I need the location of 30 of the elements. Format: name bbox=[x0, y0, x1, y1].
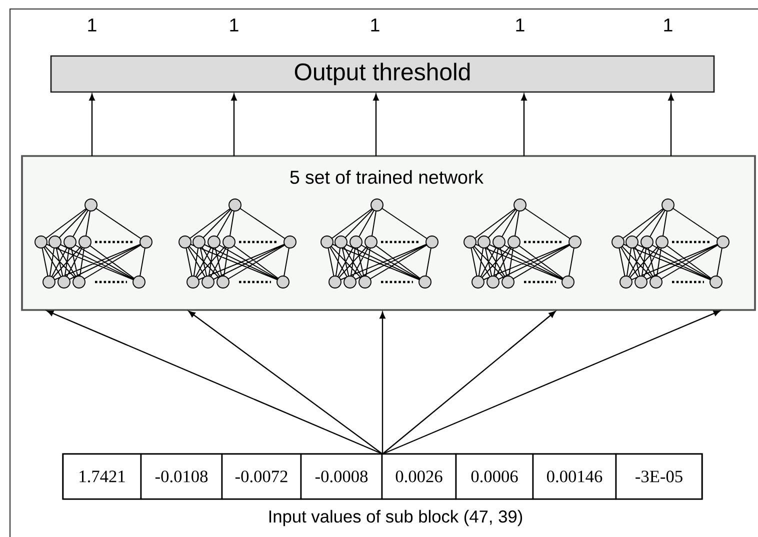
arrow bbox=[231, 94, 237, 156]
neural-network-drawing bbox=[34, 198, 152, 288]
arrow bbox=[89, 94, 95, 156]
output-value: 1 bbox=[88, 18, 96, 32]
output-value: 1 bbox=[371, 18, 380, 32]
arrow bbox=[46, 310, 383, 455]
arrow bbox=[380, 312, 386, 454]
neural-network-drawing bbox=[320, 198, 438, 288]
neural-network-drawing bbox=[464, 198, 582, 288]
output-value: 1 bbox=[516, 18, 524, 32]
threshold-box: Output threshold bbox=[50, 55, 715, 93]
table-cell: 0.0026 bbox=[381, 453, 457, 500]
output-value: 1 bbox=[664, 18, 672, 32]
arrow bbox=[373, 94, 379, 156]
neural-network-drawing bbox=[612, 198, 730, 288]
table-cell: 0.00146 bbox=[532, 453, 617, 500]
table-cell: -0.0008 bbox=[300, 453, 383, 500]
table-cell: -0.0108 bbox=[140, 453, 223, 500]
arrow bbox=[188, 310, 383, 454]
arrow bbox=[382, 310, 556, 454]
table-cell: 1.7421 bbox=[62, 453, 142, 500]
table-cell: -3E-05 bbox=[615, 453, 703, 500]
arrow bbox=[382, 310, 720, 455]
table-cell: 0.0006 bbox=[455, 453, 534, 500]
neural-network-drawing bbox=[178, 198, 296, 288]
arrow bbox=[521, 94, 527, 156]
table-cell: -0.0072 bbox=[221, 453, 302, 500]
output-value: 1 bbox=[230, 18, 238, 32]
arrow bbox=[668, 94, 674, 156]
table-caption: Input values of sub block (47, 39) bbox=[269, 510, 522, 526]
